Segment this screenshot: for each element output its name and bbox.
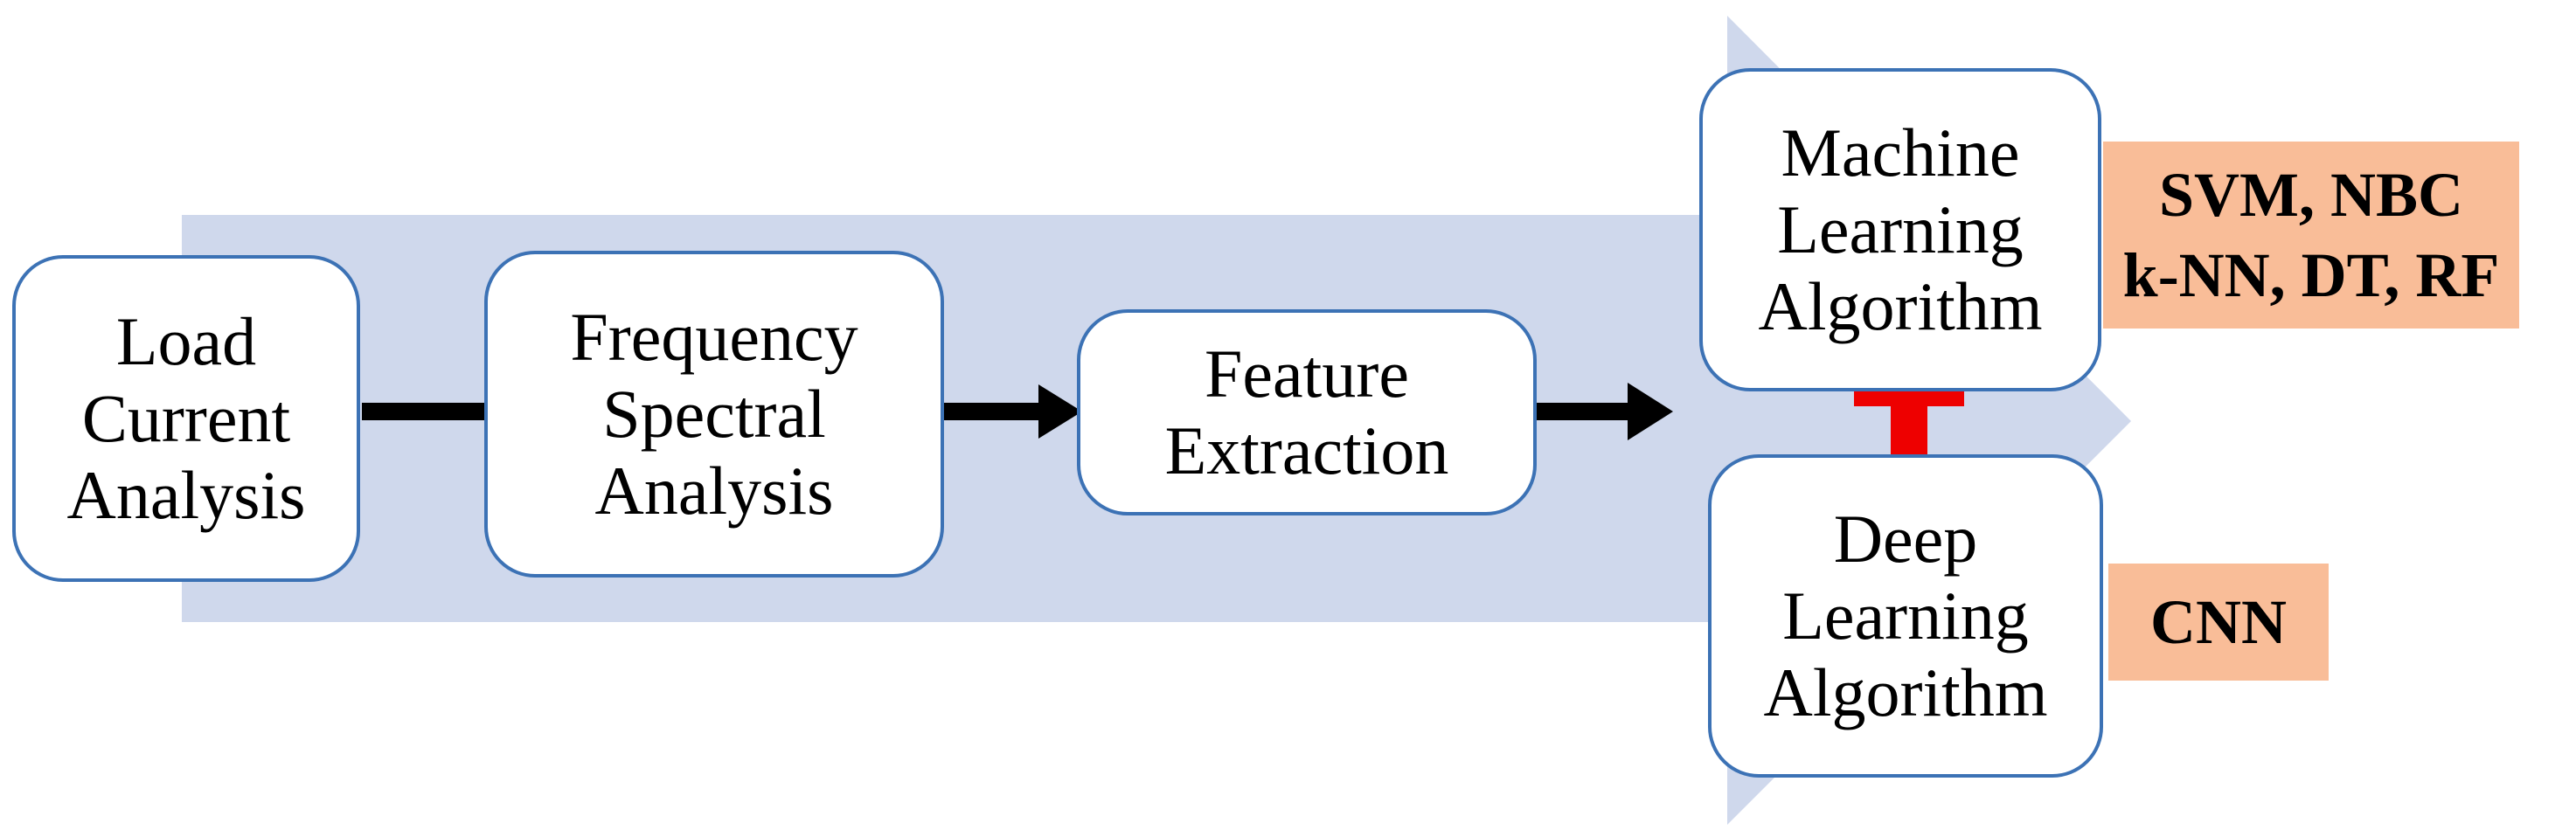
deep-learning-algorithm-line: Learning: [1782, 578, 2029, 654]
ml-methods-tag-background: [2103, 142, 2519, 329]
feature-extraction-line: Feature: [1205, 335, 1409, 412]
load-current-analysis-line: Load: [115, 303, 257, 379]
dl-methods-line: CNN: [2150, 587, 2287, 657]
load-current-analysis-box: Load Current Analysis: [12, 255, 360, 582]
deep-learning-algorithm-box: Deep Learning Algorithm: [1708, 454, 2103, 778]
feature-extraction-box: Feature Extraction: [1077, 309, 1537, 515]
load-current-analysis-line: Current: [81, 380, 291, 456]
frequency-spectral-analysis-box: Frequency Spectral Analysis: [484, 251, 944, 578]
ml-methods-line: SVM, NBC: [2158, 160, 2463, 230]
ml-methods-line: k-NN, DT, RF: [2122, 240, 2500, 310]
feature-extraction-line: Extraction: [1164, 412, 1449, 488]
dl-methods-tag: CNN: [2108, 564, 2329, 681]
machine-learning-algorithm-line: Algorithm: [1758, 268, 2043, 344]
arrow-right-icon: [1535, 383, 1673, 440]
frequency-spectral-analysis-line: Spectral: [602, 376, 826, 452]
machine-learning-algorithm-line: Machine: [1781, 114, 2020, 190]
machine-learning-algorithm-line: Learning: [1777, 191, 2024, 267]
ml-methods-tag: SVM, NBC k-NN, DT, RF: [2103, 142, 2519, 329]
deep-learning-algorithm-line: Algorithm: [1763, 654, 2048, 730]
deep-learning-algorithm-line: Deep: [1833, 501, 1978, 577]
dl-methods-tag-background: [2108, 564, 2329, 681]
arrow-right-icon: [944, 384, 1082, 439]
frequency-spectral-analysis-line: Frequency: [570, 299, 858, 375]
load-current-analysis-line: Analysis: [66, 457, 306, 533]
machine-learning-algorithm-box: Machine Learning Algorithm: [1699, 68, 2101, 391]
frequency-spectral-analysis-line: Analysis: [594, 453, 834, 529]
